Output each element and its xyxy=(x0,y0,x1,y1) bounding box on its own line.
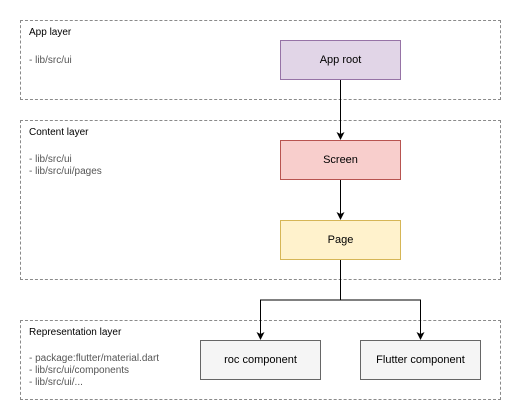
app-layer-paths: - lib/src/ui xyxy=(29,55,72,67)
flutter-component-node[interactable]: Flutter component xyxy=(360,340,481,380)
content-layer: Content layer - lib/src/ui - lib/src/ui/… xyxy=(20,120,501,280)
app-layer: App layer - lib/src/ui xyxy=(20,20,501,100)
page-node[interactable]: Page xyxy=(280,220,401,260)
app-root-node[interactable]: App root xyxy=(280,40,401,80)
content-layer-path: - lib/src/ui/pages xyxy=(29,166,102,177)
representation-layer-path: - lib/src/ui/components xyxy=(29,365,130,376)
representation-layer-path: - package:flutter/material.dart xyxy=(29,353,160,364)
content-layer-paths: - lib/src/ui - lib/src/ui/pages xyxy=(29,154,102,178)
content-layer-title: Content layer xyxy=(29,127,89,138)
app-layer-title: App layer xyxy=(29,27,72,38)
representation-layer-path: - lib/src/ui/... xyxy=(29,377,83,388)
representation-layer-paths: - package:flutter/material.dart - lib/sr… xyxy=(29,353,159,389)
content-layer-path: - lib/src/ui xyxy=(29,154,72,165)
roc-component-node[interactable]: roc component xyxy=(200,340,321,380)
screen-node[interactable]: Screen xyxy=(280,140,401,180)
app-layer-path: - lib/src/ui xyxy=(29,55,72,66)
representation-layer-title: Representation layer xyxy=(29,327,122,338)
